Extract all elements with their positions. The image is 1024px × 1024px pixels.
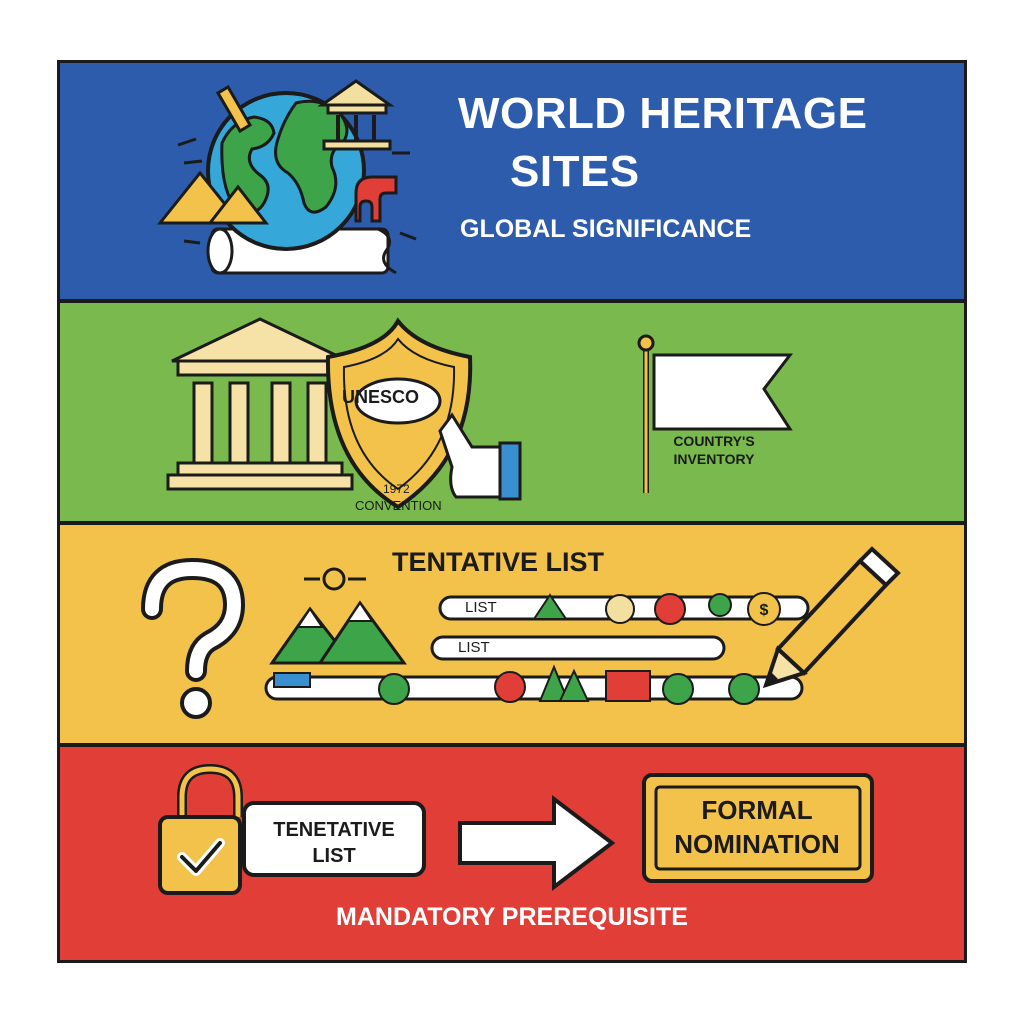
padlock-check-icon bbox=[158, 763, 243, 895]
page-subtitle: GLOBAL SIGNIFICANCE bbox=[460, 215, 752, 243]
mandatory-caption: MANDATORY PREREQUISITE bbox=[336, 903, 688, 931]
convention-year: 1972 bbox=[383, 482, 410, 496]
palm-icon bbox=[728, 673, 760, 705]
mountain-site-icon bbox=[532, 593, 568, 620]
question-mark-icon bbox=[141, 557, 246, 719]
header-art bbox=[156, 79, 417, 275]
infographic-frame: WORLD HERITAGE SITES GLOBAL SIGNIFICANCE bbox=[57, 60, 967, 963]
pyramids-icon bbox=[156, 170, 270, 225]
tentative-title: TENTATIVE LIST bbox=[392, 547, 604, 577]
tentative-band: $ TENTATIVE LIST LIST LIST bbox=[60, 525, 964, 743]
sun-icon bbox=[322, 567, 346, 591]
unesco-label: UNESCO bbox=[342, 387, 420, 407]
ruins-icon bbox=[605, 594, 635, 624]
tentative-art: $ bbox=[141, 546, 901, 719]
nomination-line2: NOMINATION bbox=[674, 829, 840, 859]
convention-art bbox=[166, 317, 794, 510]
nomination-box-outer bbox=[642, 773, 874, 883]
header-band: WORLD HERITAGE SITES GLOBAL SIGNIFICANCE bbox=[60, 63, 964, 299]
small-pencil-icon bbox=[215, 84, 253, 134]
castle-icon bbox=[605, 670, 651, 702]
statue-icon bbox=[273, 672, 311, 688]
tentative-box-line2: LIST bbox=[312, 845, 356, 867]
list-label-1: LIST bbox=[465, 599, 497, 616]
temple-icon bbox=[317, 79, 395, 151]
arrow-right-icon bbox=[458, 794, 616, 892]
list-label-2: LIST bbox=[458, 639, 490, 656]
shield-icon bbox=[325, 317, 473, 510]
tentative-box-line1: TENETATIVE bbox=[273, 819, 395, 841]
flag-icon bbox=[637, 334, 794, 493]
classical-building-icon bbox=[166, 317, 354, 491]
page-title-line2: SITES bbox=[510, 147, 640, 196]
tentative-list-box bbox=[242, 801, 426, 877]
arch-icon bbox=[354, 175, 398, 223]
flag-text-line2: INVENTORY bbox=[673, 451, 755, 467]
nomination-line1: FORMAL bbox=[701, 795, 813, 825]
flag-text-line1: COUNTRY'S bbox=[673, 433, 755, 449]
monument-icon bbox=[654, 593, 686, 625]
forest-icon bbox=[538, 664, 570, 702]
heritage-seal-icon bbox=[494, 671, 526, 703]
mountains-icon bbox=[269, 600, 407, 665]
svg-text:$: $ bbox=[760, 602, 769, 619]
convention-label: CONVENTION bbox=[355, 498, 442, 513]
tree-icon bbox=[708, 593, 732, 617]
motion-lines bbox=[177, 137, 417, 245]
landscape-icon bbox=[378, 673, 410, 705]
hand-icon bbox=[438, 412, 522, 501]
convention-band: UNESCO 1972 CONVENTION COUNTRY'S INVENTO… bbox=[60, 303, 964, 521]
prerequisite-art bbox=[158, 763, 874, 895]
pencil-icon bbox=[762, 546, 901, 689]
prerequisite-band: TENETATIVE LIST FORMAL NOMINATION MANDAT… bbox=[60, 747, 964, 960]
coin-icon bbox=[747, 592, 781, 626]
page-title: WORLD HERITAGE bbox=[458, 89, 868, 138]
temple-site-icon bbox=[662, 673, 694, 705]
